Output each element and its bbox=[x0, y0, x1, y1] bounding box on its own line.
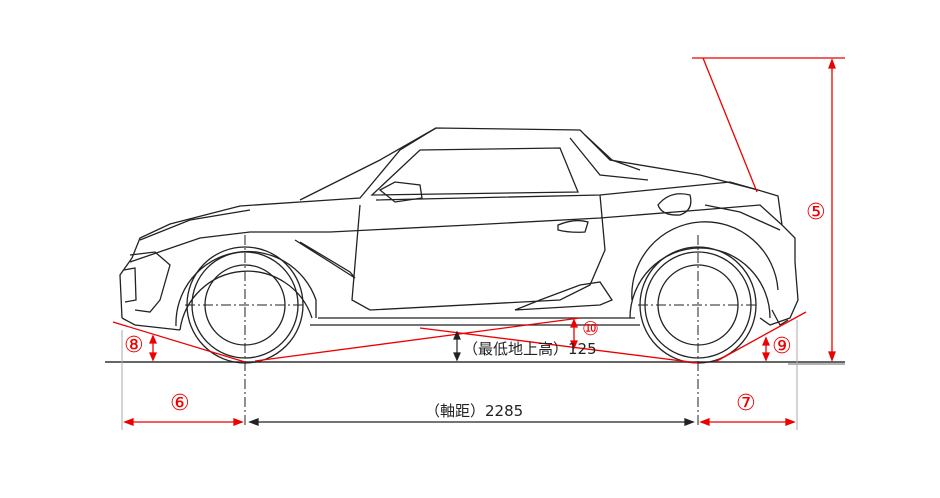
car-body bbox=[119, 127, 799, 331]
wheelbase-label: （軸距）2285 bbox=[425, 402, 524, 420]
marker-height: ⑤ bbox=[806, 200, 826, 225]
wheelbase-dimension bbox=[248, 418, 695, 426]
marker-front-overhang: ⑥ bbox=[170, 391, 190, 416]
ground-clearance-label: （最低地上高）125 bbox=[463, 340, 597, 358]
marker-rear-overhang: ⑦ bbox=[736, 391, 756, 416]
marker-breakover-angle: ⑩ bbox=[582, 318, 600, 340]
marker-approach-angle: ⑧ bbox=[124, 333, 144, 358]
marker-departure-angle: ⑨ bbox=[772, 334, 792, 359]
